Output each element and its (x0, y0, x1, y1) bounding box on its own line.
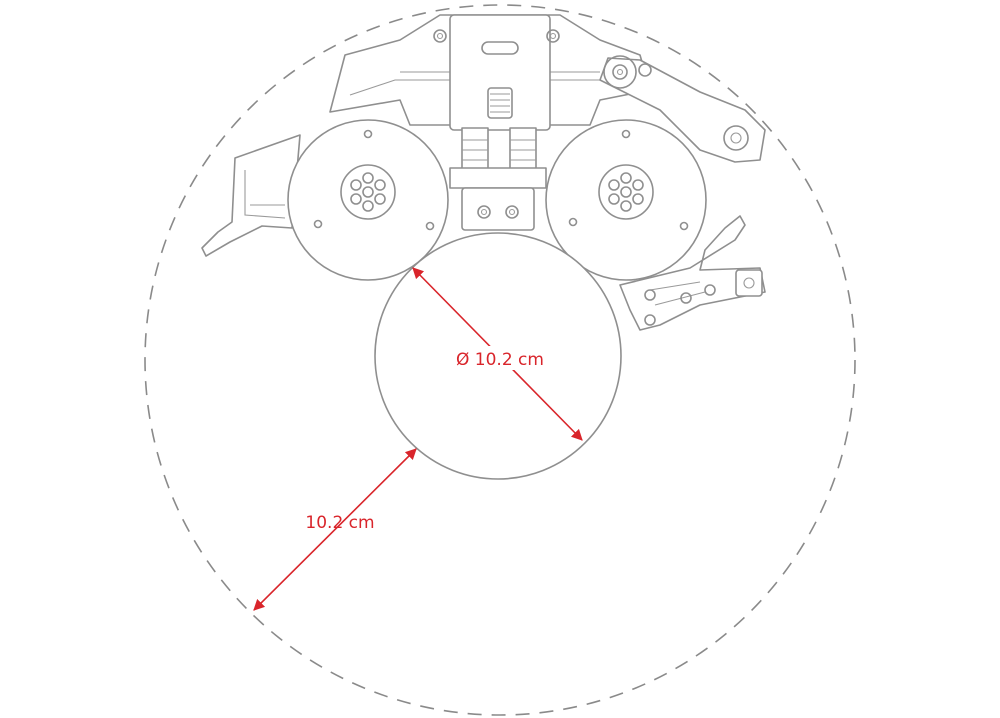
clearance-dimension-line (253, 448, 417, 611)
center-block (449, 14, 551, 131)
mechanism-drawing (201, 14, 766, 331)
diameter-label: Ø 10.2 cm (456, 350, 544, 370)
clearance-label: 10.2 cm (305, 513, 374, 533)
left-bracket (201, 134, 301, 257)
left-hub (340, 164, 396, 220)
center-connectors (449, 127, 547, 231)
left-reel (287, 119, 449, 281)
clearance-circle (144, 4, 856, 716)
knurled-knob (487, 87, 513, 119)
right-hub (598, 164, 654, 220)
right-clamp (619, 215, 766, 331)
slot (481, 41, 519, 55)
right-reel (545, 119, 707, 281)
